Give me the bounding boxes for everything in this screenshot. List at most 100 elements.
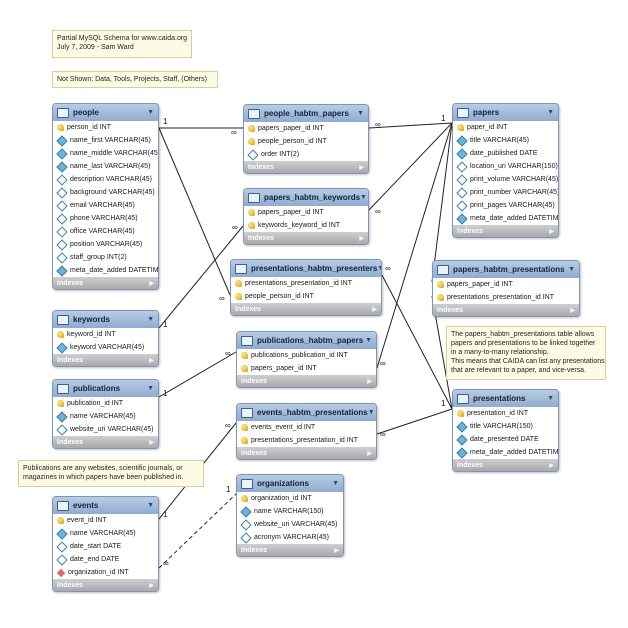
indexes-bar[interactable]: Indexes ▶ [237, 544, 343, 556]
indexes-label: Indexes [241, 546, 268, 554]
table-header[interactable]: keywords▼ [53, 311, 158, 328]
table-publications-habtm-papers[interactable]: publications_habtm_papers▼publications_p… [236, 331, 377, 388]
column-label: print_pages VARCHAR(45) [470, 202, 555, 209]
collapse-triangle-icon[interactable]: ▼ [147, 385, 154, 392]
indexes-bar[interactable]: Indexes▶ [231, 303, 381, 315]
indexes-bar[interactable]: Indexes▶ [244, 161, 368, 173]
indexes-bar[interactable]: Indexes▶ [237, 447, 376, 459]
column-row: print_pages VARCHAR(45) [453, 199, 558, 212]
column-row: position VARCHAR(45) [53, 238, 158, 251]
expand-arrow-icon[interactable]: ▶ [149, 582, 154, 589]
collapse-triangle-icon[interactable]: ▼ [360, 194, 367, 201]
indexes-bar[interactable]: Indexes ▶ [53, 436, 158, 448]
collapse-triangle-icon[interactable]: ▼ [365, 337, 372, 344]
table-header[interactable]: papers_habtm_presentations▼ [433, 261, 579, 278]
table-header[interactable]: organizations▼ [237, 475, 343, 492]
expand-arrow-icon[interactable]: ▶ [149, 280, 154, 287]
cardinality-many-label: ∞ [380, 430, 386, 439]
collapse-triangle-icon[interactable]: ▼ [568, 266, 575, 273]
expand-arrow-icon[interactable]: ▶ [359, 164, 364, 171]
table-header[interactable]: events_habtm_presentations▼ [237, 404, 376, 421]
collapse-triangle-icon[interactable]: ▼ [147, 502, 154, 509]
column-label: position VARCHAR(45) [70, 241, 143, 248]
table-presentations-habtm-presenters[interactable]: presentations_habtm_presenters▼ presentat… [230, 259, 382, 316]
table-header[interactable]: papers▼ [453, 104, 558, 121]
table-header[interactable]: publications▼ [53, 380, 158, 397]
table-header[interactable]: presentations_habtm_presenters▼ [231, 260, 381, 277]
expand-arrow-icon[interactable]: ▶ [149, 357, 154, 364]
table-icon [235, 263, 247, 274]
column-icon [56, 160, 68, 173]
column-label: title VARCHAR(150) [470, 423, 533, 430]
column-row: keywords_keyword_id INT [244, 219, 368, 232]
expand-arrow-icon[interactable]: ▶ [334, 547, 339, 554]
indexes-bar[interactable]: Indexes ▶ [433, 304, 579, 316]
table-events-habtm-presentations[interactable]: events_habtm_presentations▼events_event_… [236, 403, 377, 460]
indexes-bar[interactable]: Indexes▶ [53, 277, 158, 289]
table-header[interactable]: papers_habtm_keywords▼ [244, 189, 368, 206]
indexes-bar[interactable]: Indexes▶ [53, 579, 158, 591]
indexes-label: Indexes [248, 234, 275, 242]
column-icon [456, 212, 468, 225]
column-label: presentations_presentation_id INT [447, 294, 555, 301]
column-label: background VARCHAR(45) [70, 189, 155, 196]
cardinality-one-label: 1 [441, 399, 446, 408]
primary-key-icon [241, 437, 248, 444]
column-label: people_person_id INT [258, 138, 327, 145]
indexes-bar[interactable]: Indexes ▶ [453, 459, 558, 471]
collapse-triangle-icon[interactable]: ▼ [332, 480, 339, 487]
column-label: email VARCHAR(45) [70, 202, 135, 209]
collapse-triangle-icon[interactable]: ▼ [147, 109, 154, 116]
column-row: date_presented DATE [453, 433, 558, 446]
expand-arrow-icon[interactable]: ▶ [367, 450, 372, 457]
indexes-bar[interactable]: Indexes▶ [453, 225, 558, 237]
collapse-triangle-icon[interactable]: ▼ [547, 109, 554, 116]
expand-arrow-icon[interactable]: ▶ [359, 235, 364, 242]
expand-arrow-icon[interactable]: ▶ [549, 228, 554, 235]
expand-arrow-icon[interactable]: ▶ [367, 378, 372, 385]
indexes-bar[interactable]: Indexes ▶ [244, 232, 368, 244]
column-row: website_uri VARCHAR(45) [53, 423, 158, 436]
table-header[interactable]: people ▼ [53, 104, 158, 121]
expand-arrow-icon[interactable]: ▶ [149, 439, 154, 446]
collapse-triangle-icon[interactable]: ▼ [367, 409, 375, 416]
table-icon [248, 108, 260, 119]
indexes-bar[interactable]: Indexes▶ [237, 375, 376, 387]
table-name: people [73, 108, 99, 117]
collapse-triangle-icon[interactable]: ▼ [377, 265, 381, 272]
table-header[interactable]: presentations ▼ [453, 390, 558, 407]
indexes-label: Indexes [57, 438, 84, 446]
primary-key-icon [248, 222, 255, 229]
column-row: people_person_id INT [244, 135, 368, 148]
column-label: presentations_presentation_id INT [245, 280, 353, 287]
table-header[interactable]: events▼ [53, 497, 158, 514]
collapse-triangle-icon[interactable]: ▼ [357, 110, 364, 117]
table-header[interactable]: publications_habtm_papers▼ [237, 332, 376, 349]
column-row: meta_date_added DATETIME [53, 264, 158, 277]
table-name: presentations [473, 394, 526, 403]
relationship-line [368, 122, 453, 211]
indexes-label: Indexes [457, 461, 484, 469]
expand-arrow-icon[interactable]: ▶ [372, 306, 377, 313]
expand-arrow-icon[interactable]: ▶ [549, 462, 554, 469]
table-name: events_habtm_presentations [257, 408, 368, 417]
table-papers-habtm-presentations[interactable]: papers_habtm_presentations▼papers_paper_… [432, 260, 580, 317]
primary-key-icon [57, 400, 64, 407]
table-papers-habtm-keywords[interactable]: papers_habtm_keywords▼papers_paper_id IN… [243, 188, 369, 245]
indexes-bar[interactable]: Indexes▶ [53, 354, 158, 366]
expand-arrow-icon[interactable]: ▶ [570, 307, 575, 314]
indexes-label: Indexes [437, 306, 464, 314]
collapse-triangle-icon[interactable]: ▼ [547, 395, 554, 402]
cardinality-many-label: ∞ [231, 128, 237, 137]
collapse-triangle-icon[interactable]: ▼ [147, 316, 154, 323]
table-header[interactable]: people_habtm_papers▼ [244, 105, 368, 122]
column-icon [56, 147, 68, 160]
